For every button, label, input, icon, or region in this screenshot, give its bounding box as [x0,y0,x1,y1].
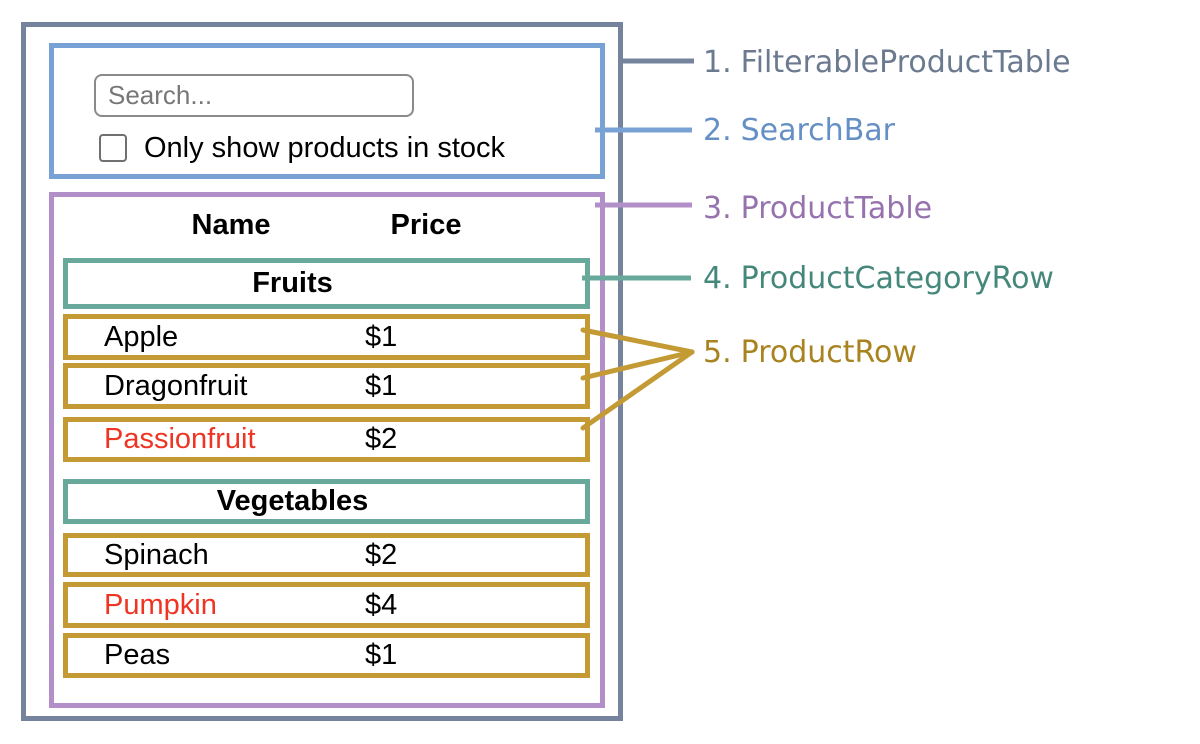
product-price: $1 [365,320,398,353]
product-name: Peas [104,639,171,671]
product-row-peas: Peas $1 [63,633,590,678]
legend-label: ProductCategoryRow [740,260,1054,296]
stock-filter-row: Only show products in stock [99,132,505,164]
product-price: $2 [365,423,398,455]
category-row-vegetables: Vegetables [63,479,590,524]
filterable-product-table-box: Only show products in stock Name Price F… [21,22,623,721]
in-stock-checkbox[interactable] [99,134,127,162]
legend-item-product-category-row: 4. ProductCategoryRow [703,259,1054,297]
product-name: Dragonfruit [104,369,248,402]
product-price: $4 [365,588,398,621]
column-header-price: Price [390,209,462,241]
product-name: Apple [104,320,179,353]
product-row-pumpkin: Pumpkin $4 [63,582,590,628]
legend-number: 4. [703,260,732,296]
product-price: $1 [365,639,398,671]
product-name: Spinach [104,538,209,571]
legend-number: 2. [703,112,732,148]
legend-number: 3. [703,190,732,226]
product-row-apple: Apple $1 [63,314,590,360]
product-row-spinach: Spinach $2 [63,533,590,577]
product-row-dragonfruit: Dragonfruit $1 [63,363,590,409]
legend-label: SearchBar [740,112,895,148]
category-row-fruits: Fruits [63,258,590,309]
legend-label: ProductTable [740,190,933,226]
product-name: Passionfruit [104,423,256,455]
column-header-name: Name [191,209,271,241]
legend-item-product-table: 3. ProductTable [703,189,932,227]
in-stock-checkbox-label: Only show products in stock [144,131,506,164]
product-price: $2 [365,538,398,571]
legend-label: ProductRow [740,334,917,370]
search-bar-box: Only show products in stock [49,43,605,179]
product-table-box: Name Price Fruits Apple $1 Dragonfruit $… [49,192,605,708]
legend-number: 5. [703,334,732,370]
search-input[interactable] [94,74,414,117]
legend-label: FilterableProductTable [740,44,1071,80]
legend-item-product-row: 5. ProductRow [703,333,917,371]
product-name: Pumpkin [104,588,217,621]
product-price: $1 [365,369,398,402]
product-row-passionfruit: Passionfruit $2 [63,417,590,462]
legend-item-filterable-product-table: 1. FilterableProductTable [703,43,1071,81]
legend-item-search-bar: 2. SearchBar [703,111,895,149]
legend-number: 1. [703,44,732,80]
